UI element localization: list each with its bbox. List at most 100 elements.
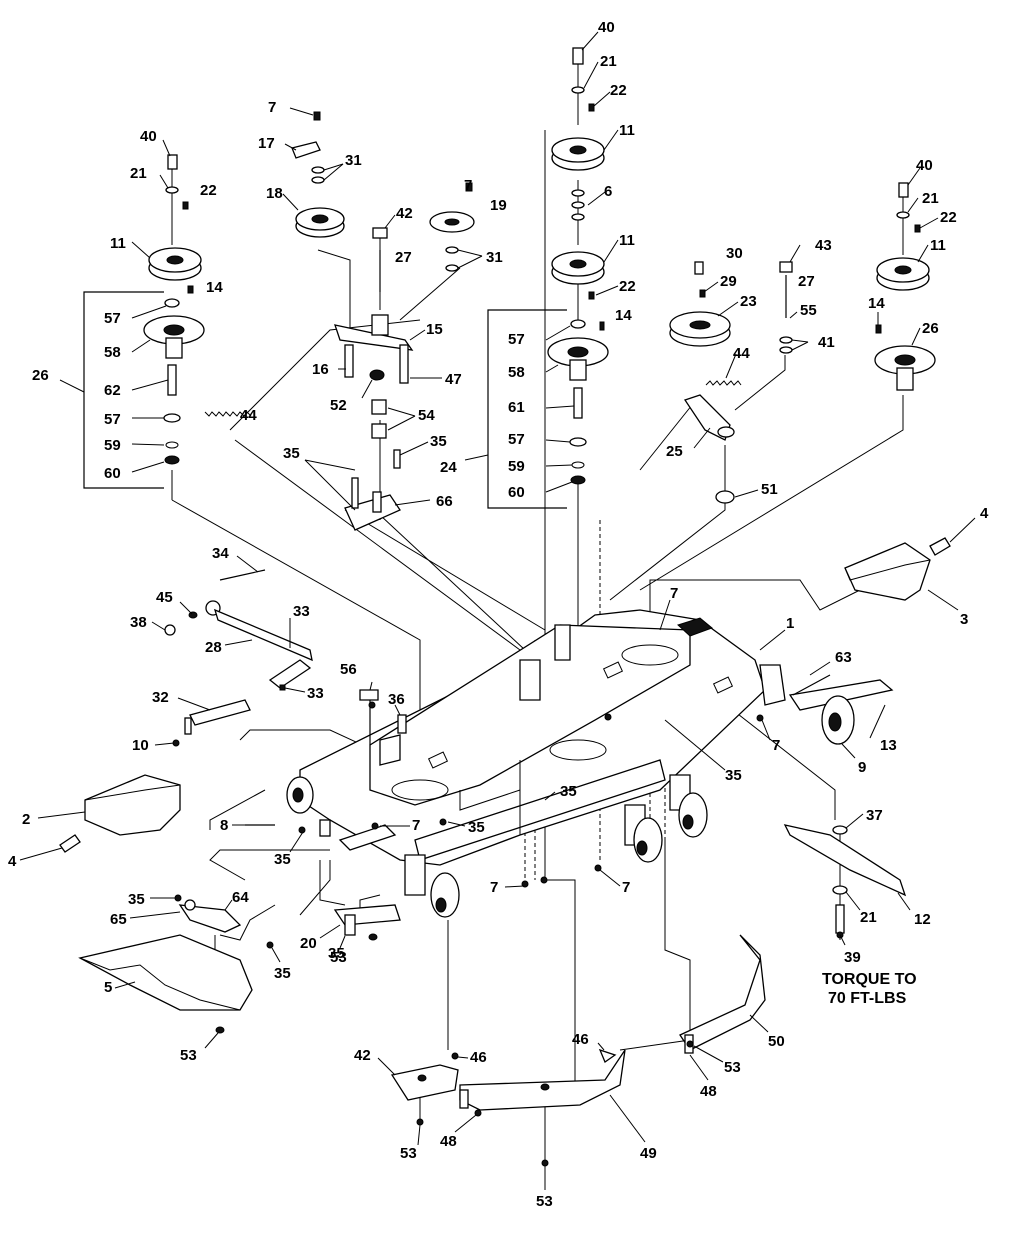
callout-29: 29 — [720, 273, 737, 290]
callout-40: 40 — [140, 128, 157, 145]
callout-11: 11 — [110, 235, 126, 252]
callout-22: 22 — [940, 209, 957, 226]
callout-58: 58 — [508, 364, 525, 381]
left-spindle — [143, 154, 205, 465]
callout-27: 27 — [395, 249, 412, 266]
idler-pulley-18 — [295, 207, 345, 238]
callout-53: 53 — [180, 1047, 197, 1064]
callout-28: 28 — [205, 639, 222, 656]
callout-24: 24 — [440, 459, 457, 476]
spring-44-right — [705, 380, 742, 386]
idler-assembly — [204, 111, 475, 531]
callout-11: 11 — [619, 232, 635, 249]
callout-40: 40 — [598, 19, 615, 36]
spring-44-left — [204, 411, 252, 417]
callout-numbers: 40 21 22 11 6 11 22 57 14 58 61 57 59 60… — [8, 19, 989, 1210]
callout-57: 57 — [104, 411, 121, 428]
knob-4-right — [929, 537, 951, 556]
callout-41: 41 — [818, 334, 835, 351]
callout-54: 54 — [418, 407, 435, 424]
deck-wheel-front — [404, 854, 460, 918]
callout-7: 7 — [490, 879, 498, 896]
callout-35: 35 — [274, 965, 291, 982]
callout-1: 1 — [786, 615, 794, 632]
idler-arm-15 — [334, 314, 414, 351]
callout-46: 46 — [470, 1049, 487, 1066]
callout-42: 42 — [396, 205, 413, 222]
callout-9: 9 — [858, 759, 866, 776]
callout-52: 52 — [330, 397, 347, 414]
callout-57: 57 — [508, 331, 525, 348]
callout-33: 33 — [293, 603, 310, 620]
callout-53: 53 — [400, 1145, 417, 1162]
callout-35: 35 — [283, 445, 300, 462]
callout-56: 56 — [340, 661, 357, 678]
tensioner-arm-25 — [683, 394, 735, 441]
callout-57: 57 — [508, 431, 525, 448]
deflector-5 — [78, 934, 253, 1011]
callout-14: 14 — [615, 307, 632, 324]
right-spindle — [874, 182, 936, 391]
belt-cover-3 — [844, 542, 931, 601]
callout-59: 59 — [508, 458, 525, 475]
callout-7: 7 — [464, 177, 472, 194]
callout-16: 16 — [312, 361, 329, 378]
callout-18: 18 — [266, 185, 283, 202]
callout-7: 7 — [268, 99, 276, 116]
callout-35: 35 — [430, 433, 447, 450]
callout-65: 65 — [110, 911, 127, 928]
callout-4: 4 — [980, 505, 989, 522]
callout-42: 42 — [354, 1047, 371, 1064]
callout-14: 14 — [206, 279, 223, 296]
callout-20: 20 — [300, 935, 317, 952]
pulley-11-right — [876, 257, 930, 291]
callout-21: 21 — [130, 165, 147, 182]
callout-36: 36 — [388, 691, 405, 708]
callout-7: 7 — [670, 585, 678, 602]
callout-39: 39 — [844, 949, 861, 966]
callout-22: 22 — [610, 82, 627, 99]
callout-25: 25 — [666, 443, 683, 460]
callout-47: 47 — [445, 371, 462, 388]
callout-12: 12 — [914, 911, 931, 928]
belt-cover-2 — [84, 774, 181, 836]
callout-53: 53 — [330, 949, 347, 966]
callout-26: 26 — [922, 320, 939, 337]
callout-3: 3 — [960, 611, 968, 628]
callout-4: 4 — [8, 853, 17, 870]
callout-66: 66 — [436, 493, 453, 510]
callout-7: 7 — [622, 879, 630, 896]
callout-14: 14 — [868, 295, 885, 312]
torque-note: TORQUE TO 70 FT-LBS — [822, 971, 917, 1007]
callout-55: 55 — [800, 302, 817, 319]
callout-60: 60 — [104, 465, 121, 482]
pulley-23 — [669, 311, 731, 347]
callout-35: 35 — [725, 767, 742, 784]
callout-53: 53 — [536, 1193, 553, 1210]
idler-pulley-19 — [429, 211, 475, 233]
lift-parts — [164, 569, 407, 745]
callout-40: 40 — [916, 157, 933, 174]
callout-48: 48 — [700, 1083, 717, 1100]
callout-62: 62 — [104, 382, 121, 399]
callout-34: 34 — [212, 545, 229, 562]
callout-21: 21 — [860, 909, 877, 926]
callout-22: 22 — [200, 182, 217, 199]
callout-22: 22 — [619, 278, 636, 295]
torque-note-line1: TORQUE TO — [822, 971, 917, 988]
callout-57: 57 — [104, 310, 121, 327]
callout-11: 11 — [619, 122, 635, 139]
callout-5: 5 — [104, 979, 112, 996]
pulley-11-lower-center — [551, 251, 605, 285]
callout-38: 38 — [130, 614, 147, 631]
spindle-housing-58-left — [143, 315, 205, 359]
callout-6: 6 — [604, 183, 612, 200]
callout-10: 10 — [132, 737, 149, 754]
callout-43: 43 — [815, 237, 832, 254]
pulley-11-left — [148, 247, 202, 281]
callout-7: 7 — [412, 817, 420, 834]
deck-wheel-right — [669, 774, 708, 838]
callout-35: 35 — [328, 945, 345, 962]
deck-wheel-mid — [624, 804, 663, 863]
callout-leaders — [19, 31, 976, 1190]
